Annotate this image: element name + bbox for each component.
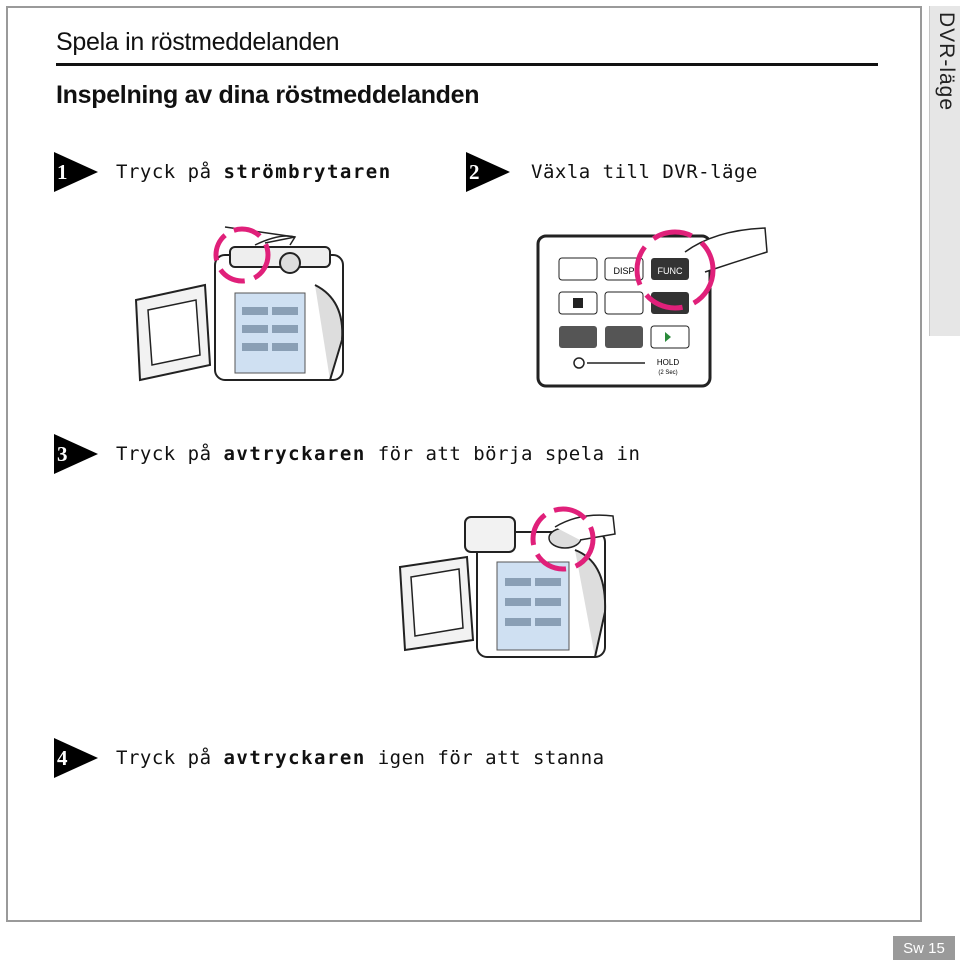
- step-1-number: 1: [57, 160, 68, 184]
- step-4-bold: avtryckaren: [223, 747, 366, 769]
- step-4-badge: 4: [54, 738, 98, 778]
- step-1-label: Tryck på: [116, 161, 224, 183]
- step-3-label: Tryck på: [116, 443, 224, 465]
- side-tab-label: DVR-läge: [935, 12, 958, 112]
- step-2-label: Växla till DVR-läge: [531, 161, 758, 183]
- step-4-text: Tryck på avtryckaren igen för att stanna: [116, 747, 605, 769]
- step-3-text: Tryck på avtryckaren för att börja spela…: [116, 443, 640, 465]
- disp-button-label: DISP: [613, 266, 634, 276]
- hold-sub-label: (2 Sec): [658, 370, 677, 376]
- step-2-text: Växla till DVR-läge: [531, 161, 758, 183]
- camcorder-power-illustration: [134, 226, 344, 382]
- step-3-badge: 3: [54, 434, 98, 474]
- step-1-text: Tryck på strömbrytaren: [116, 161, 392, 183]
- control-panel-illustration: DISP FUNC HOLD (2 Sec): [536, 227, 768, 388]
- step-4-after: igen för att stanna: [365, 747, 605, 769]
- step-3-bold: avtryckaren: [223, 443, 366, 465]
- step-3-number: 3: [57, 442, 68, 466]
- func-button-label: FUNC: [658, 266, 683, 276]
- hold-label: HOLD: [657, 358, 679, 367]
- step-2-number: 2: [469, 160, 480, 184]
- page-title: Spela in röstmeddelanden: [56, 28, 340, 56]
- step-4-label: Tryck på: [116, 747, 224, 769]
- page-subtitle: Inspelning av dina röstmeddelanden: [56, 81, 480, 109]
- step-1-bold: strömbrytaren: [223, 161, 392, 183]
- step-1-badge: 1: [54, 152, 98, 192]
- step-4-number: 4: [57, 746, 68, 770]
- side-tab: [929, 6, 960, 336]
- page-number: Sw 15: [893, 936, 955, 960]
- step-3-after: för att börja spela in: [365, 443, 641, 465]
- camcorder-shutter-illustration: [398, 506, 616, 658]
- step-2-badge: 2: [466, 152, 510, 192]
- page-frame: [6, 6, 922, 922]
- title-rule: [56, 63, 878, 66]
